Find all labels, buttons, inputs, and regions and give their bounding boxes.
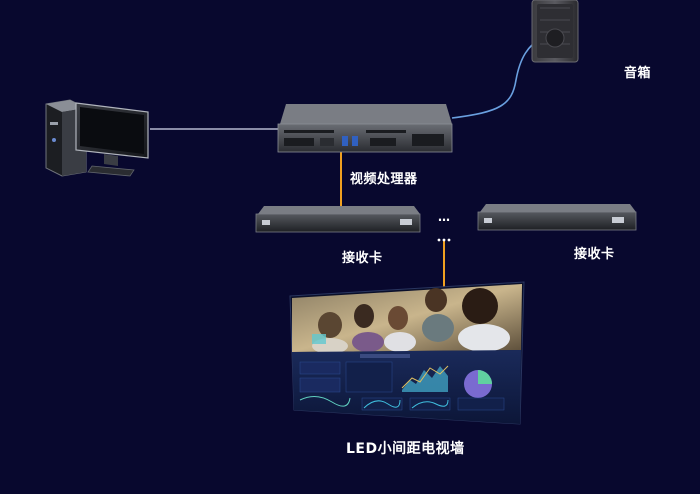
receiver-left-label: 接收卡 (342, 251, 383, 266)
receiver-right-label: 接收卡 (574, 247, 615, 262)
video-processor-icon (277, 104, 453, 153)
receiver-card-right-icon (477, 204, 637, 231)
speaker-icon (531, 0, 579, 63)
ellipsis-label: … (438, 210, 451, 224)
receiver-card-left-icon (255, 206, 421, 233)
pc-icon (45, 99, 149, 177)
led-wall-icon (289, 281, 525, 425)
led-wall-label: LED小间距电视墙 (346, 441, 465, 457)
cable-processor-to-speaker (451, 37, 543, 119)
speaker-label: 音箱 (624, 66, 652, 81)
processor-label: 视频处理器 (350, 172, 418, 187)
ellipsis-dots-lower (437, 238, 451, 242)
